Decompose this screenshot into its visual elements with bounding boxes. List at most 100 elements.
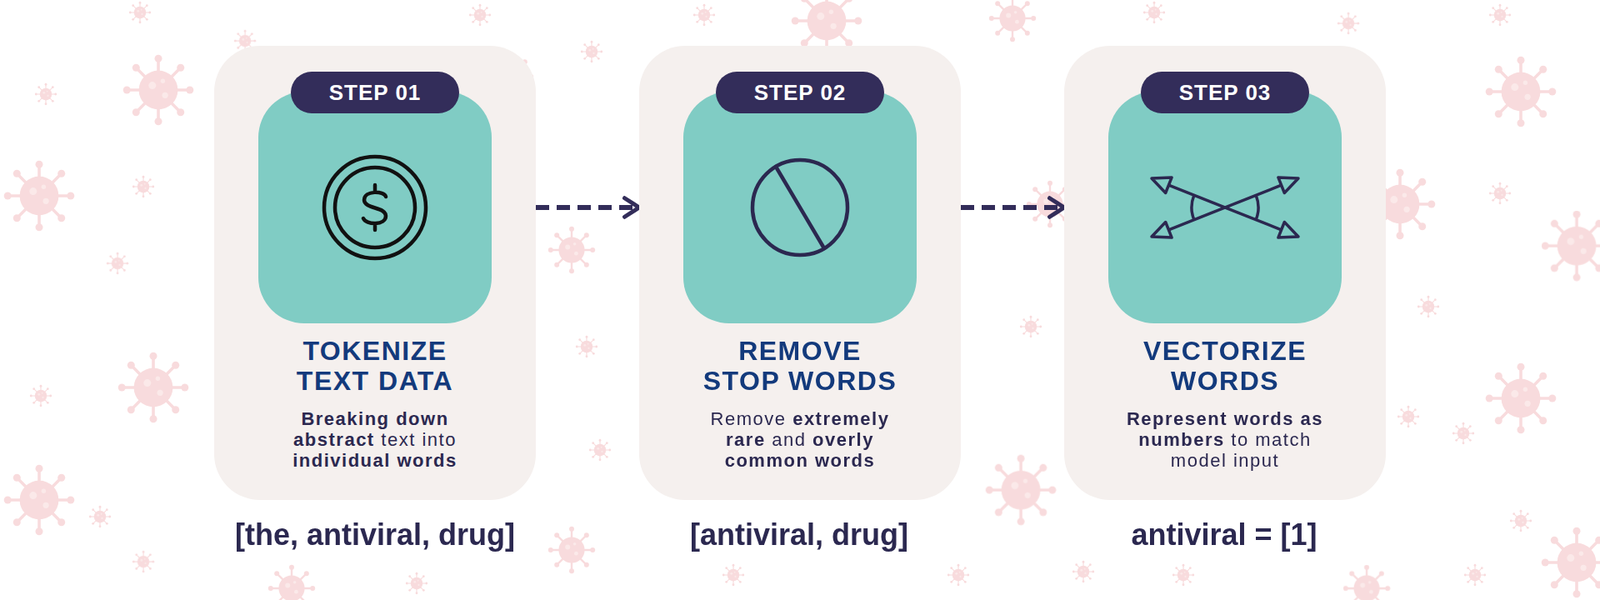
step-card: TOKENIZE TEXT DATA Breaking down abstract… (214, 45, 536, 500)
flow-arrow (960, 205, 1065, 210)
step-number: STEP 01 (329, 80, 422, 105)
prohibition-icon (752, 160, 848, 255)
virus-icon (1489, 4, 1511, 26)
step-card: VECTORIZE WORDS Represent words as number… (1064, 45, 1386, 500)
prohibition-ring (752, 160, 848, 255)
virus-icon (580, 40, 603, 63)
step-description: Breaking down abstract text into individ… (230, 408, 520, 471)
virus-icon (405, 572, 428, 595)
word: WORDS (788, 365, 897, 396)
vector-line (1168, 185, 1281, 230)
icon-tile (258, 91, 492, 324)
word: 02 (820, 80, 846, 105)
step-badge: STEP 02 (715, 71, 885, 114)
word: as (1300, 408, 1324, 430)
word: rare (725, 429, 766, 450)
virus-icon (35, 83, 57, 105)
vector-arrowhead (1151, 177, 1172, 194)
word: 01 (395, 80, 421, 105)
virus-icon (589, 439, 611, 461)
word: text (380, 429, 415, 450)
virus-icon (1020, 315, 1042, 338)
word: VECTORIZE (1143, 335, 1307, 366)
virus-icon (123, 55, 195, 126)
word: to (1230, 429, 1249, 450)
coin-inner-ring (335, 167, 415, 248)
word: abstract (293, 429, 375, 450)
example-label: [antiviral, drug] (690, 516, 909, 554)
word: numbers (1138, 429, 1225, 450)
word: words (1234, 408, 1295, 430)
example-label: antiviral = [1] (1130, 516, 1317, 554)
virus-icon (268, 565, 315, 600)
virus-icon (89, 505, 111, 528)
word: STEP (754, 80, 814, 105)
word: WORDS (1170, 365, 1280, 396)
virus-icon (1485, 363, 1557, 435)
virus-icon (985, 455, 1057, 526)
example-label: [the, antiviral, drug] (235, 516, 515, 554)
step-badge: STEP 03 (1140, 71, 1310, 114)
virus-icon (30, 385, 52, 407)
vector-arrowhead (1278, 177, 1299, 194)
word: input (1233, 450, 1280, 471)
virus-icon (1397, 405, 1420, 428)
word: individual (292, 450, 391, 471)
word: match (1255, 429, 1311, 450)
vector-arrowhead (1278, 222, 1299, 239)
virus-icon (548, 226, 595, 274)
virus-icon (1510, 510, 1532, 532)
word: Breaking (300, 408, 390, 430)
word: words (397, 450, 458, 471)
virus-icon (118, 352, 190, 424)
vector-line (1168, 185, 1281, 230)
word: STEP (1179, 80, 1239, 105)
icon-tile (683, 91, 917, 324)
word: TOKENIZE (302, 335, 447, 366)
virus-icon (4, 160, 75, 232)
virus-icon (989, 0, 1036, 42)
word: common (725, 450, 810, 471)
virus-icon (722, 564, 745, 586)
step-badge: STEP 01 (290, 71, 460, 114)
step-description: Represent words as numbers to match mode… (1080, 408, 1370, 471)
word: Remove (710, 408, 787, 430)
word: STOP (703, 365, 780, 396)
virus-icon (1172, 564, 1195, 586)
virus-icon (693, 4, 715, 26)
virus-icon (1143, 1, 1165, 24)
word: DATA (378, 365, 454, 396)
word: overly (812, 429, 875, 450)
step-title: VECTORIZE WORDS (1080, 335, 1370, 396)
virus-icon (469, 4, 491, 26)
angle-arc (1255, 195, 1259, 220)
word: into (421, 429, 456, 450)
virus-icon (1541, 210, 1600, 282)
coin-icon (324, 156, 426, 259)
word: REMOVE (738, 335, 862, 366)
virus-icon (1072, 560, 1095, 583)
word: model (1170, 450, 1227, 471)
word: Represent (1126, 408, 1228, 430)
angle-arc (1191, 195, 1195, 220)
vector-arrowhead (1151, 222, 1172, 239)
virus-icon (132, 175, 155, 198)
virus-icon (1343, 565, 1390, 600)
step-title: REMOVE STOP WORDS (655, 335, 945, 396)
step-card: REMOVE STOP WORDSRemove extremely rare a… (639, 45, 961, 500)
prohibition-slash (775, 166, 825, 249)
flow-arrow (535, 205, 640, 210)
icon-tile (1108, 91, 1342, 324)
virus-icon (1417, 295, 1440, 318)
word: and (771, 429, 806, 450)
word: down (395, 408, 449, 430)
step-number: STEP 02 (754, 80, 847, 105)
step-title: TOKENIZE TEXT DATA (230, 335, 520, 396)
word: 03 (1245, 80, 1271, 105)
virus-icon (947, 564, 970, 586)
virus-icon (1485, 56, 1557, 128)
virus-icon (575, 335, 598, 358)
virus-icon (1464, 564, 1486, 586)
virus-icon (1337, 12, 1360, 35)
